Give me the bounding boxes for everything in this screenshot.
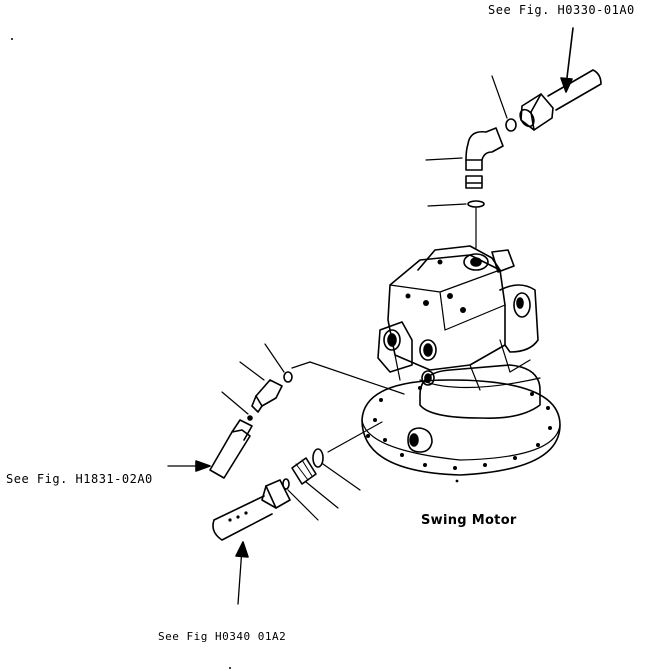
reference-label-left: See Fig. H1831-02A0 bbox=[6, 472, 153, 486]
scan-marks bbox=[11, 38, 459, 669]
left-fittings bbox=[168, 344, 404, 478]
reference-label-bottom: See Fig H0340 01A2 bbox=[158, 630, 287, 643]
part-title: Swing Motor bbox=[421, 513, 517, 528]
reference-label-top: See Fig. H0330-01A0 bbox=[488, 3, 635, 17]
swing-motor-body bbox=[362, 246, 560, 475]
top-hose-assembly bbox=[426, 28, 601, 248]
lower-fittings bbox=[213, 422, 382, 604]
